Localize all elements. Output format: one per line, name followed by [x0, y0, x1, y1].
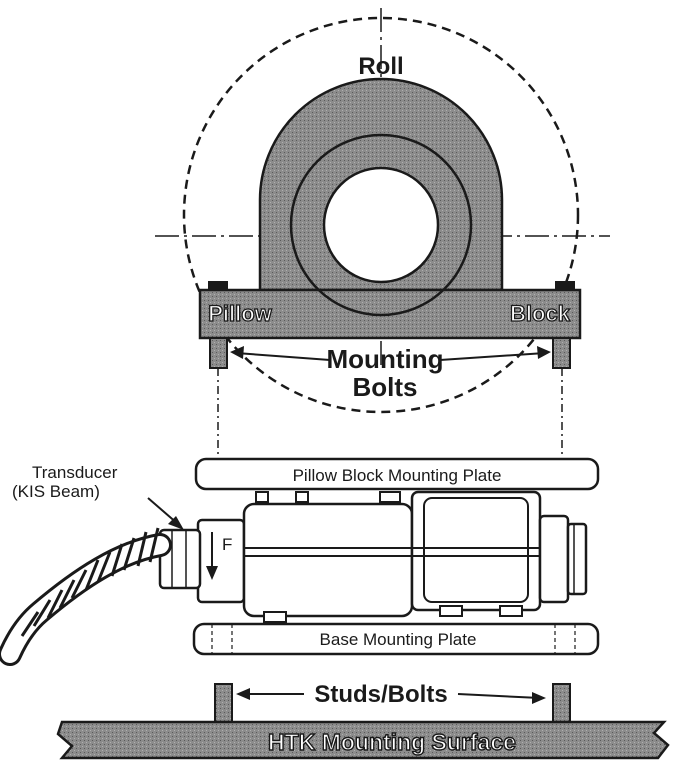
studs-arrowhead-right [532, 692, 546, 704]
bolts-arrowhead-right [537, 346, 551, 359]
shaft-bore [322, 166, 440, 284]
transducer-pointer-head [168, 516, 184, 530]
base-mounting-plate [192, 622, 600, 656]
roll-outline [182, 16, 580, 414]
pillow-block-mounting-plate [194, 457, 600, 491]
bolts-arrow-right [439, 352, 546, 361]
bolts-arrow-left [235, 352, 331, 361]
studs-label: Studs/Bolts [314, 681, 447, 708]
bolts-label: Bolts [353, 372, 418, 402]
bolts-arrowhead-left [230, 346, 244, 359]
base-plate-label: Base Mounting Plate [320, 630, 477, 649]
pillow-plate-label: Pillow Block Mounting Plate [293, 466, 502, 485]
kis-beam-label: (KIS Beam) [12, 482, 100, 501]
force-label: F [222, 535, 232, 554]
studs-arrow-right [457, 693, 541, 699]
htk-mounting-surface [56, 720, 670, 760]
block-label: Block [510, 301, 571, 326]
transducer-label: Transducer [32, 463, 118, 482]
bearing-outer-ring [289, 133, 473, 317]
pillow-label: Pillow [208, 301, 272, 326]
surface-label: HTK Mounting Surface [268, 729, 516, 755]
mounting-bolt-right [552, 337, 571, 369]
bolt-head-left [208, 281, 228, 291]
studs-arrowhead-left [236, 688, 250, 700]
mounting-bolt-left [209, 337, 228, 369]
roll-label: Roll [358, 53, 403, 80]
stud-right [552, 683, 571, 723]
force-arrowhead [206, 566, 218, 580]
mounting-label: Mounting [327, 344, 444, 374]
transducer-cable [0, 527, 202, 666]
bolt-head-right [555, 281, 575, 291]
transducer-assembly [196, 490, 588, 623]
stud-left [214, 683, 233, 723]
